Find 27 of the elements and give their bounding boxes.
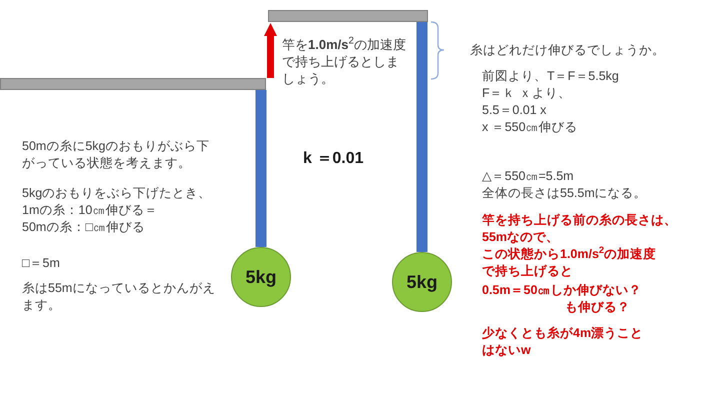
note-text: F＝ｋ ｘより、 — [482, 85, 572, 102]
note-text: 少なくとも糸が4m漂うことはないw — [482, 325, 644, 359]
note-text: 1mの糸：10㎝伸びる＝ — [22, 202, 158, 219]
weight-label: 5kg — [406, 272, 438, 292]
rod-bar — [0, 78, 266, 90]
note-text: 糸はどれだけ伸びるでしょうか。 — [470, 42, 665, 59]
note-text: 全体の長さは55.5mになる。 — [482, 185, 647, 202]
note-text: 竿を1.0m/s$^{2}$の加速度で持ち上げるとしましょう。 — [282, 36, 407, 87]
note-text: x ＝550㎝伸びる — [482, 119, 578, 136]
note-text: 5kgのおもりをぶら下げたとき、 — [22, 185, 212, 202]
string-line — [416, 22, 428, 252]
rod-bar — [268, 10, 428, 22]
note-text: 55mなので、 — [482, 229, 560, 246]
note-text: も伸びる？ — [565, 299, 630, 316]
note-text: 竿を持ち上げる前の糸の長さは、 — [482, 212, 677, 229]
note-text: □＝5m — [22, 255, 60, 272]
note-text: △＝550㎝=5.5m — [482, 168, 574, 185]
note-text: 5.5＝0.01 x — [482, 102, 546, 119]
string-line — [256, 90, 266, 247]
note-text: 糸は55mになっているとかんがえます。 — [22, 280, 216, 314]
spring-constant-label: k ＝0.01 — [303, 150, 364, 167]
note-text: 50mの糸：□㎝伸びる — [22, 219, 145, 236]
note-text: 0.5m＝50㎝しか伸びない？ — [482, 282, 642, 299]
weight-label: 5kg — [245, 266, 277, 288]
note-text: 前図より、T＝F＝5.5kg — [482, 68, 619, 85]
note-text: この状態から1.0m/s$^{2}$の加速度で持ち上げると — [482, 246, 657, 280]
note-text: 50mの糸に5kgのおもりがぶら下がっている状態を考えます。 — [22, 138, 210, 172]
